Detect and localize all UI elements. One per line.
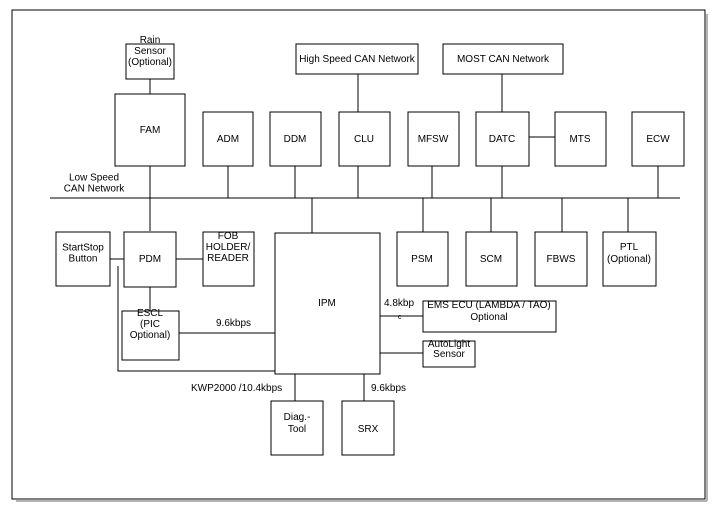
mts-label: MTS [569, 134, 590, 145]
high-speed-can-label: High Speed CAN Network [299, 54, 416, 65]
label-line: High Speed CAN Network [299, 54, 416, 65]
ptl-label: PTL(Optional) [607, 242, 651, 265]
mfsw-box [407, 111, 460, 167]
label-line: HOLDER/ [206, 242, 251, 253]
escl-box [121, 310, 180, 361]
label-line: (Optional) [607, 254, 651, 265]
label-line: Button [69, 253, 98, 264]
label-line: Rain [140, 35, 161, 46]
label-line: DDM [284, 134, 307, 145]
label-line: StartStop [62, 242, 104, 253]
label-line: Tool [288, 424, 306, 435]
label-line: IPM [318, 298, 336, 309]
module-boxes [55, 43, 685, 456]
kwp2000-label: KWP2000 /10.4kbps [191, 383, 282, 394]
label-line: (Optional) [128, 57, 172, 68]
label-line: Optional [470, 312, 507, 323]
label-line: CLU [354, 134, 374, 145]
adm-box [202, 111, 254, 167]
adm-label: ADM [217, 134, 239, 145]
escl-speed-label: 9.6kbps [216, 318, 251, 329]
label-line: MFSW [418, 134, 449, 145]
clu-box [338, 111, 391, 167]
label-line: FOB [218, 231, 239, 242]
label-line: READER [207, 253, 249, 264]
clu-label: CLU [354, 134, 374, 145]
label-line: (PIC [140, 319, 160, 330]
label-line: PDM [139, 254, 161, 265]
most-can-box [442, 43, 564, 75]
label-line: PSM [411, 254, 433, 265]
ptl-box [602, 231, 657, 287]
label-line: SCM [480, 254, 502, 265]
psm-label: PSM [411, 254, 433, 265]
fam-label: FAM [140, 125, 161, 136]
ipm-label: IPM [318, 298, 336, 309]
ems-ecu-box [422, 300, 557, 333]
high-speed-can-box [295, 43, 419, 75]
diag-tool-label: Diag.-Tool [284, 412, 311, 435]
label-line: AutoLight [428, 339, 470, 350]
autolight-sensor-box [422, 340, 476, 368]
srx-box [341, 400, 395, 456]
ipm-box [274, 232, 381, 375]
datc-label: DATC [489, 134, 515, 145]
label-line: Sensor [433, 349, 465, 360]
ecw-label: ECW [646, 134, 670, 145]
fam-box [114, 93, 186, 167]
label-line: ECW [646, 134, 670, 145]
ems-connector-marker: c [398, 314, 402, 321]
ems-ecu-label: EMS ECU (LAMBDA / TAO)Optional [427, 300, 551, 323]
ddm-box [269, 111, 322, 167]
label-line: PTL [620, 242, 639, 253]
label-line: FBWS [547, 254, 576, 265]
most-can-label: MOST CAN Network [457, 54, 550, 65]
wire-pdm-ipm-loop [117, 266, 275, 372]
ems-speed-label: 4.8kbp [384, 298, 414, 309]
srx-speed-label: 9.6kbps [371, 383, 406, 394]
startstop-button-box [55, 231, 111, 287]
label-line: Diag.- [284, 412, 311, 423]
mfsw-label: MFSW [418, 134, 449, 145]
ddm-label: DDM [284, 134, 307, 145]
label-line: EMS ECU (LAMBDA / TAO) [427, 300, 551, 311]
scm-box [465, 231, 518, 287]
diag-tool-box [270, 400, 324, 456]
srx-label: SRX [358, 424, 379, 435]
label-line: MTS [569, 134, 590, 145]
label-line: DATC [489, 134, 515, 145]
pdm-label: PDM [139, 254, 161, 265]
label-line: Optional) [130, 330, 171, 341]
rain-sensor-box [125, 43, 175, 80]
psm-box [396, 231, 449, 287]
pdm-box [123, 231, 177, 288]
label-line: CAN Network [64, 183, 126, 194]
datc-box [475, 111, 530, 167]
fbws-label: FBWS [547, 254, 576, 265]
fob-holder-box [202, 231, 255, 287]
fbws-box [534, 231, 588, 287]
label-line: ADM [217, 134, 239, 145]
ecw-box [631, 111, 685, 167]
connection-lines [50, 74, 680, 401]
label-line: ESCL [137, 308, 164, 319]
label-line: Low Speed [69, 172, 119, 183]
label-line: MOST CAN Network [457, 54, 550, 65]
scm-label: SCM [480, 254, 502, 265]
mts-box [554, 111, 607, 167]
label-line: Sensor [134, 46, 166, 57]
page-frame [11, 9, 706, 500]
label-line: SRX [358, 424, 379, 435]
label-line: FAM [140, 125, 161, 136]
